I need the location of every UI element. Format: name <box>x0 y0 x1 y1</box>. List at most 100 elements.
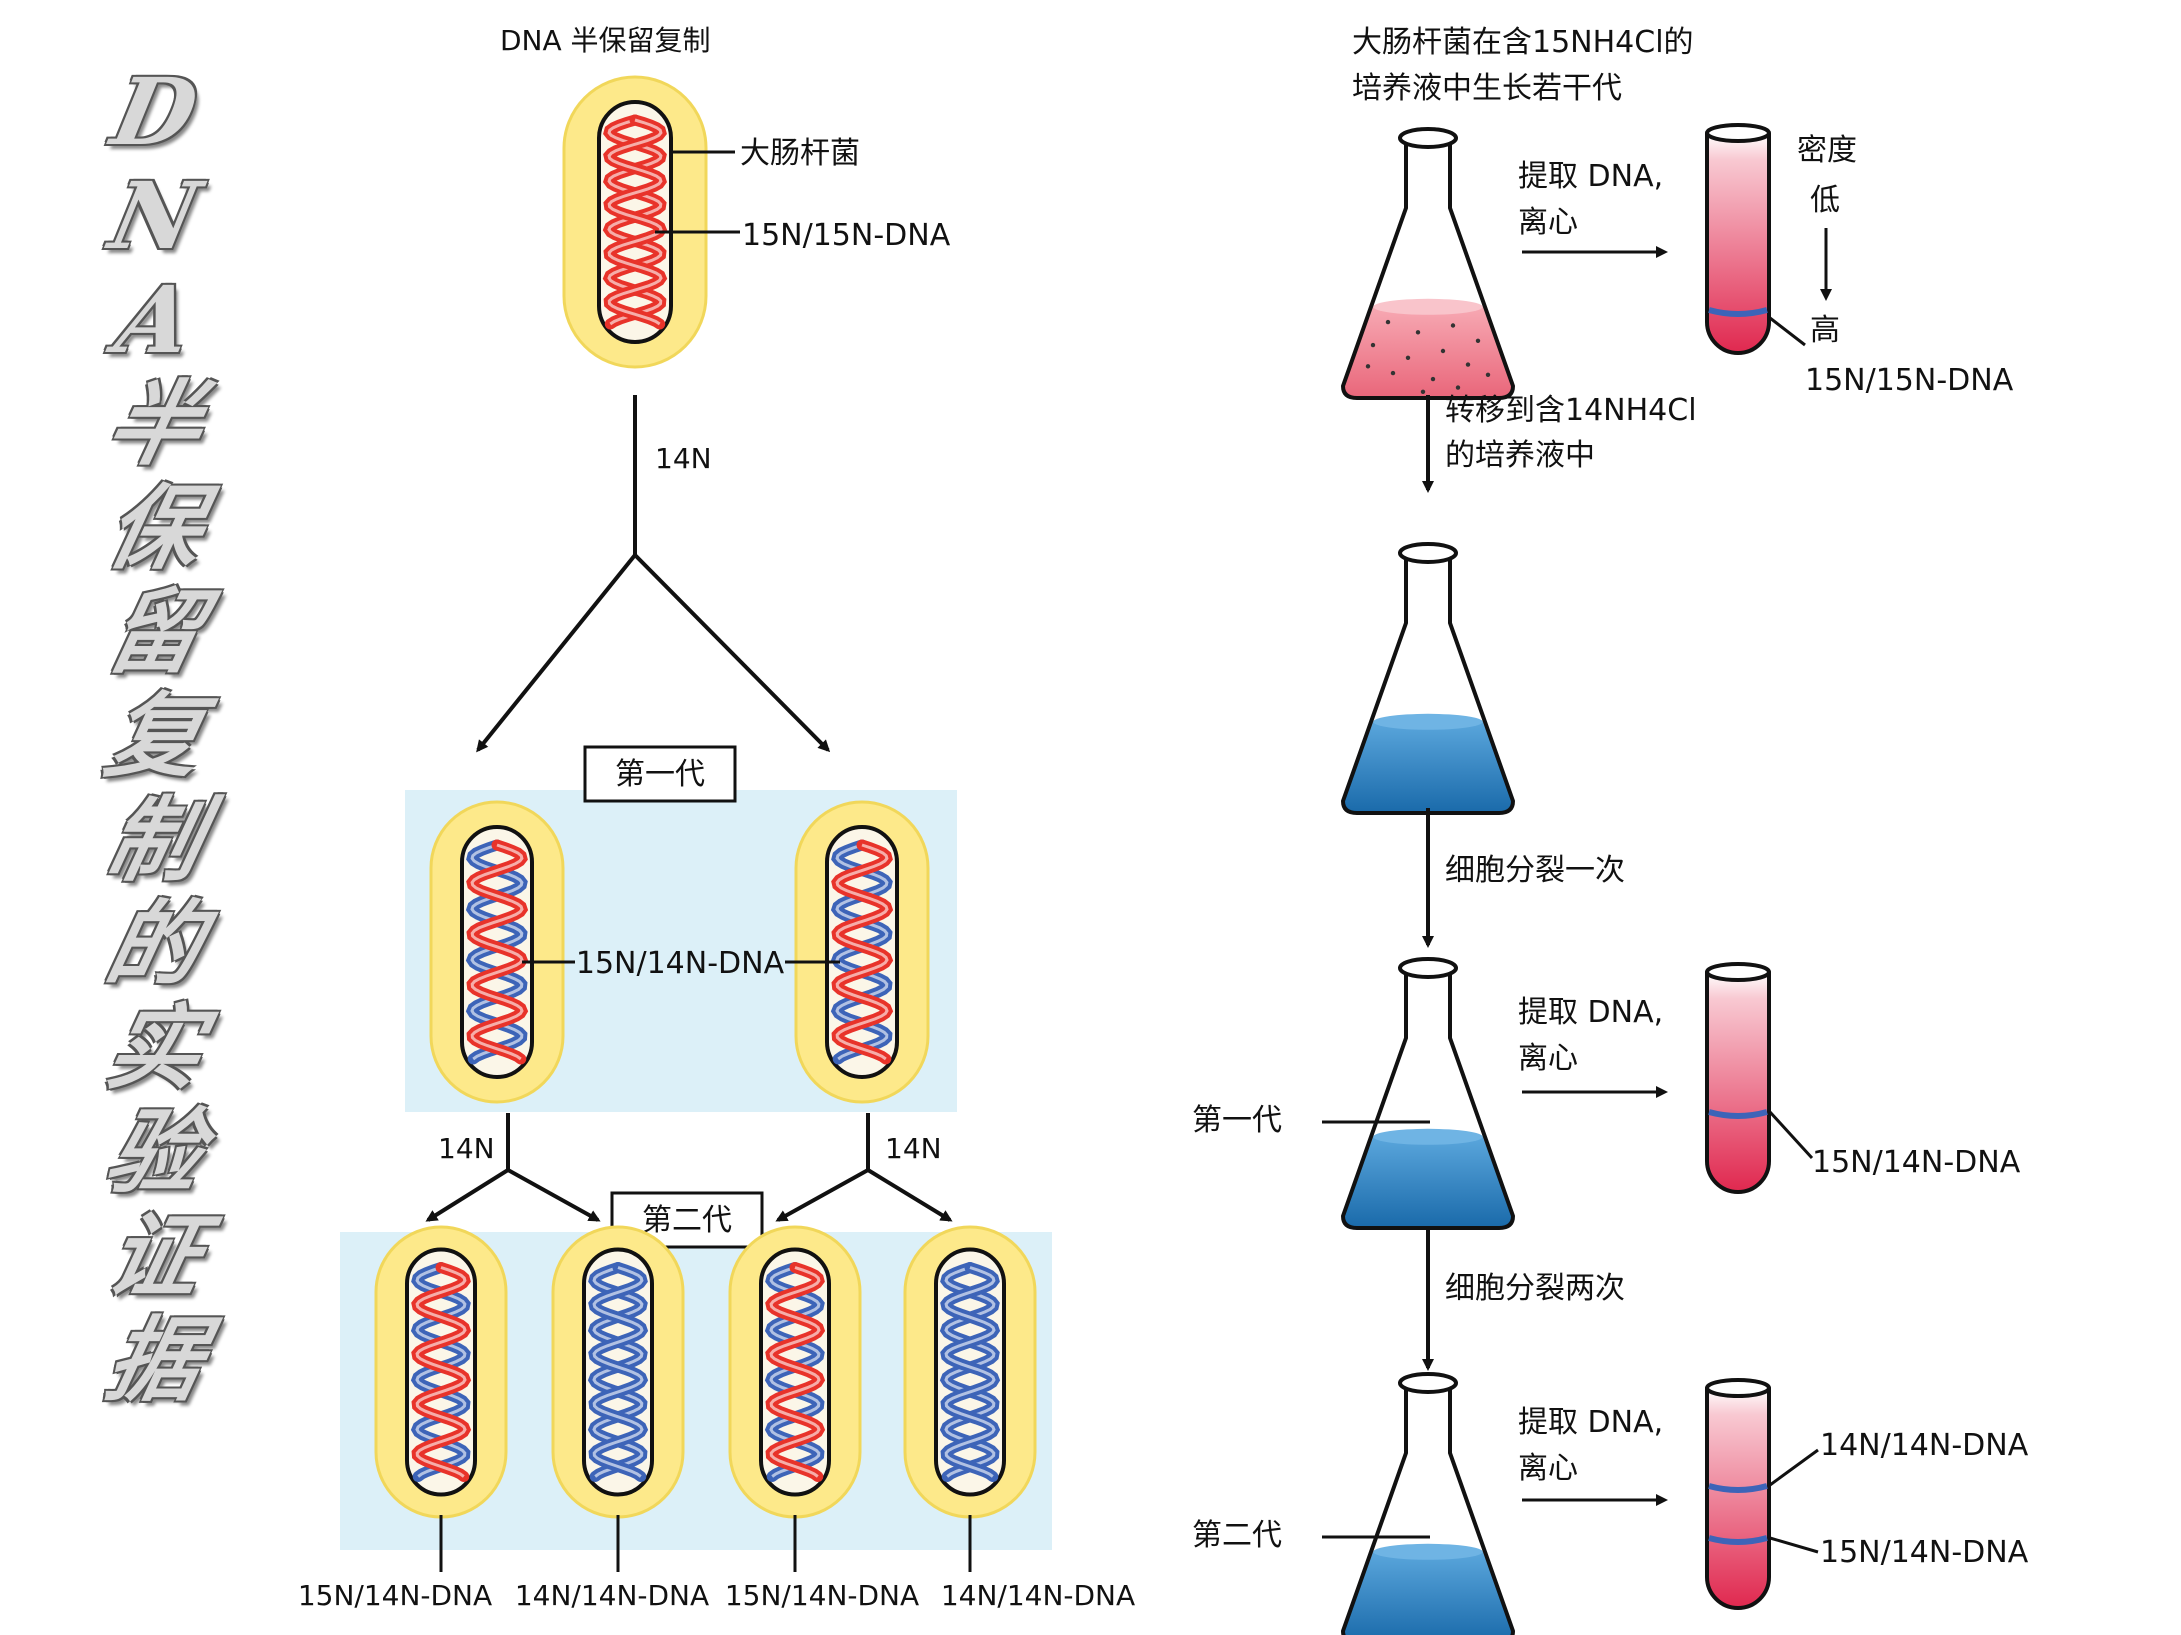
dna-band <box>1708 1535 1768 1545</box>
tube3-band-bottom-label: 15N/14N-DNA <box>1820 1535 2029 1570</box>
gen2-bacterium-3 <box>728 1225 862 1519</box>
flask-gen2 <box>1341 1372 1515 1635</box>
extract-line1-a: 提取 DNA, <box>1518 159 1663 194</box>
leader-line <box>1768 1110 1814 1160</box>
gen2-box-label: 第二代 <box>642 1203 732 1238</box>
tube-rim <box>1705 1378 1771 1398</box>
dna-strand-highlight <box>944 1266 996 1478</box>
n14-label-top: 14N <box>655 442 712 475</box>
flask-rim <box>1398 542 1458 564</box>
bacteria-dot <box>1455 385 1461 390</box>
gen2-bacterium-1 <box>374 1225 508 1519</box>
bacteria-dot <box>1415 330 1421 335</box>
flask-outline <box>1341 1383 1515 1635</box>
leader-line <box>1769 1448 1819 1487</box>
flask-heavy-medium <box>1341 127 1515 400</box>
gen2-label-2: 14N/14N-DNA <box>515 1579 709 1612</box>
split-arrow-left <box>476 553 637 753</box>
divide-once-label: 细胞分裂一次 <box>1445 853 1625 888</box>
tube-3 <box>1705 1378 1771 1610</box>
dna-band <box>1708 1483 1768 1493</box>
divide-twice-label: 细胞分裂两次 <box>1445 1271 1625 1306</box>
tube-2 <box>1705 962 1771 1194</box>
medium-surface <box>1373 713 1483 730</box>
gen1-box <box>583 745 737 803</box>
tube2-band-label: 15N/14N-DNA <box>1812 1145 2021 1180</box>
gen2-label-4: 14N/14N-DNA <box>941 1579 1135 1612</box>
flask-gen1 <box>1341 957 1515 1230</box>
flask-rim <box>1398 127 1458 149</box>
split-arrow <box>425 1168 510 1222</box>
transfer-line2: 的培养液中 <box>1445 438 1595 473</box>
split-arrow <box>866 1168 953 1222</box>
extract-line2-a: 离心 <box>1518 205 1578 240</box>
tube-rim <box>1705 123 1771 143</box>
gen2-label-3: 15N/14N-DNA <box>725 1579 919 1612</box>
flask-light-medium <box>1341 542 1515 815</box>
split-arrow-right <box>633 553 831 753</box>
gen1-box-label: 第一代 <box>615 757 705 792</box>
split-arrow <box>507 1168 601 1222</box>
bacteria-dot <box>1420 389 1426 394</box>
bacteria-dot <box>1475 338 1481 343</box>
bacterium-label: 大肠杆菌 <box>740 136 860 171</box>
dna-strand-highlight <box>592 1266 644 1478</box>
flask-medium <box>1343 1551 1513 1635</box>
leader-line <box>1769 1536 1819 1554</box>
dna-strand-highlight <box>415 1266 467 1478</box>
gen1-bacterium-left <box>429 800 565 1104</box>
bacteria-dot <box>1365 364 1371 369</box>
density-low: 低 <box>1810 183 1840 218</box>
tube-glass <box>1705 133 1771 355</box>
extract-line1-b: 提取 DNA, <box>1518 995 1663 1030</box>
flask-medium <box>1343 306 1513 398</box>
tube-rim <box>1705 962 1771 982</box>
dna-strand-highlight <box>470 843 524 1061</box>
tube-1 <box>1705 123 1771 355</box>
gen2-bacterium-4 <box>903 1225 1037 1519</box>
flask-medium <box>1343 721 1513 813</box>
medium-surface <box>1373 298 1483 315</box>
gen2-bacterium-2 <box>551 1225 685 1519</box>
flask-outline <box>1341 968 1515 1230</box>
density-label: 密度 <box>1797 133 1857 168</box>
gen2-label-1: 15N/14N-DNA <box>298 1579 492 1612</box>
bacteria-dot <box>1385 319 1391 325</box>
dna-strand-highlight <box>835 843 889 1061</box>
flask-rim <box>1398 1372 1458 1394</box>
bacteria-dot <box>1440 348 1446 354</box>
bacteria-dot <box>1450 323 1456 328</box>
bacteria-dot <box>1390 370 1396 376</box>
tube-glass <box>1705 972 1771 1194</box>
right-heading-line1: 大肠杆菌在含15NH4Cl的 <box>1352 25 1694 60</box>
extract-line1-c: 提取 DNA, <box>1518 1405 1663 1440</box>
extract-line2-c: 离心 <box>1518 1451 1578 1486</box>
bacteria-dot <box>1405 355 1411 360</box>
bacteria-dot <box>1485 372 1491 377</box>
tube3-band-top-label: 14N/14N-DNA <box>1820 1428 2029 1463</box>
transfer-line1: 转移到含14NH4Cl <box>1445 393 1697 428</box>
density-high: 高 <box>1810 313 1840 348</box>
dna-band <box>1708 1109 1768 1119</box>
n14-label-right: 14N <box>885 1132 942 1165</box>
parent-bacterium <box>562 75 708 369</box>
leader-line <box>1769 316 1806 347</box>
gen1-dna-label: 15N/14N-DNA <box>576 946 785 981</box>
bacteria-dot <box>1370 342 1376 348</box>
split-arrow <box>775 1168 869 1222</box>
flask-medium <box>1343 1136 1513 1228</box>
left-heading: DNA 半保留复制 <box>500 24 711 57</box>
dna-band <box>1708 307 1768 317</box>
bacteria-dot <box>1430 376 1436 382</box>
extract-line2-b: 离心 <box>1518 1041 1578 1076</box>
n14-label-left: 14N <box>438 1132 495 1165</box>
flask-rim <box>1398 957 1458 979</box>
gen1-bacterium-right <box>794 800 930 1104</box>
medium-surface <box>1373 1128 1483 1145</box>
gen1-flask-label: 第一代 <box>1192 1103 1282 1138</box>
gen2-flask-label: 第二代 <box>1192 1518 1282 1553</box>
parent-dna-label: 15N/15N-DNA <box>742 218 951 253</box>
right-heading-line2: 培养液中生长若干代 <box>1352 71 1622 106</box>
medium-surface <box>1373 1543 1483 1560</box>
